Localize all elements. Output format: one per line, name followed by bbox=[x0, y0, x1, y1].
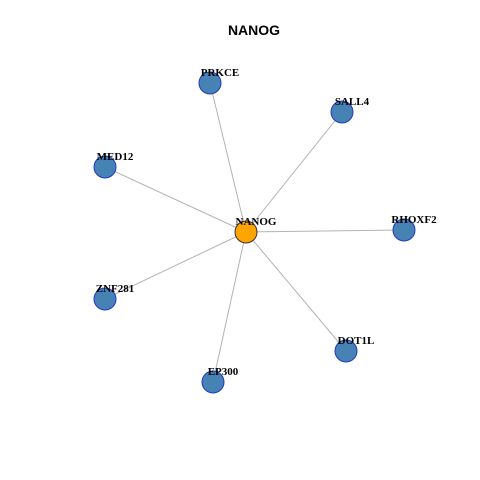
node-label-med12: MED12 bbox=[97, 151, 134, 163]
node-label-ep300: EP300 bbox=[208, 366, 239, 378]
node-prkce: PRKCE bbox=[198, 67, 240, 95]
node-dot1l: DOT1L bbox=[334, 335, 375, 363]
node-label-sall4: SALL4 bbox=[335, 96, 370, 108]
node-med12: MED12 bbox=[93, 151, 134, 179]
edge-nanog-rhoxf2 bbox=[245, 229, 405, 233]
edge-nanog-dot1l bbox=[245, 231, 347, 352]
node-circle-znf281 bbox=[93, 287, 117, 311]
node-label-prkce: PRKCE bbox=[201, 67, 240, 79]
node-label-znf281: ZNF281 bbox=[96, 283, 135, 295]
node-ep300: EP300 bbox=[201, 366, 239, 394]
node-nanog: NANOG bbox=[234, 216, 277, 244]
node-label-dot1l: DOT1L bbox=[338, 335, 375, 347]
edge-nanog-znf281 bbox=[104, 231, 247, 300]
node-rhoxf2: RHOXF2 bbox=[391, 214, 437, 242]
node-sall4: SALL4 bbox=[330, 96, 370, 124]
edge-nanog-ep300 bbox=[212, 231, 247, 383]
edge-layer bbox=[104, 82, 405, 383]
diagram-title: NANOG bbox=[228, 22, 280, 38]
node-label-rhoxf2: RHOXF2 bbox=[391, 214, 437, 226]
edge-nanog-prkce bbox=[209, 82, 247, 233]
node-circle-ep300 bbox=[201, 370, 225, 394]
node-label-nanog: NANOG bbox=[236, 216, 277, 228]
node-circle-dot1l bbox=[334, 339, 358, 363]
edge-nanog-med12 bbox=[104, 166, 247, 233]
node-circle-prkce bbox=[198, 71, 222, 95]
node-circle-rhoxf2 bbox=[392, 218, 416, 242]
node-circle-nanog bbox=[234, 220, 258, 244]
node-znf281: ZNF281 bbox=[93, 283, 135, 311]
node-circle-sall4 bbox=[330, 100, 354, 124]
edge-nanog-sall4 bbox=[245, 111, 343, 233]
node-circle-med12 bbox=[93, 155, 117, 179]
